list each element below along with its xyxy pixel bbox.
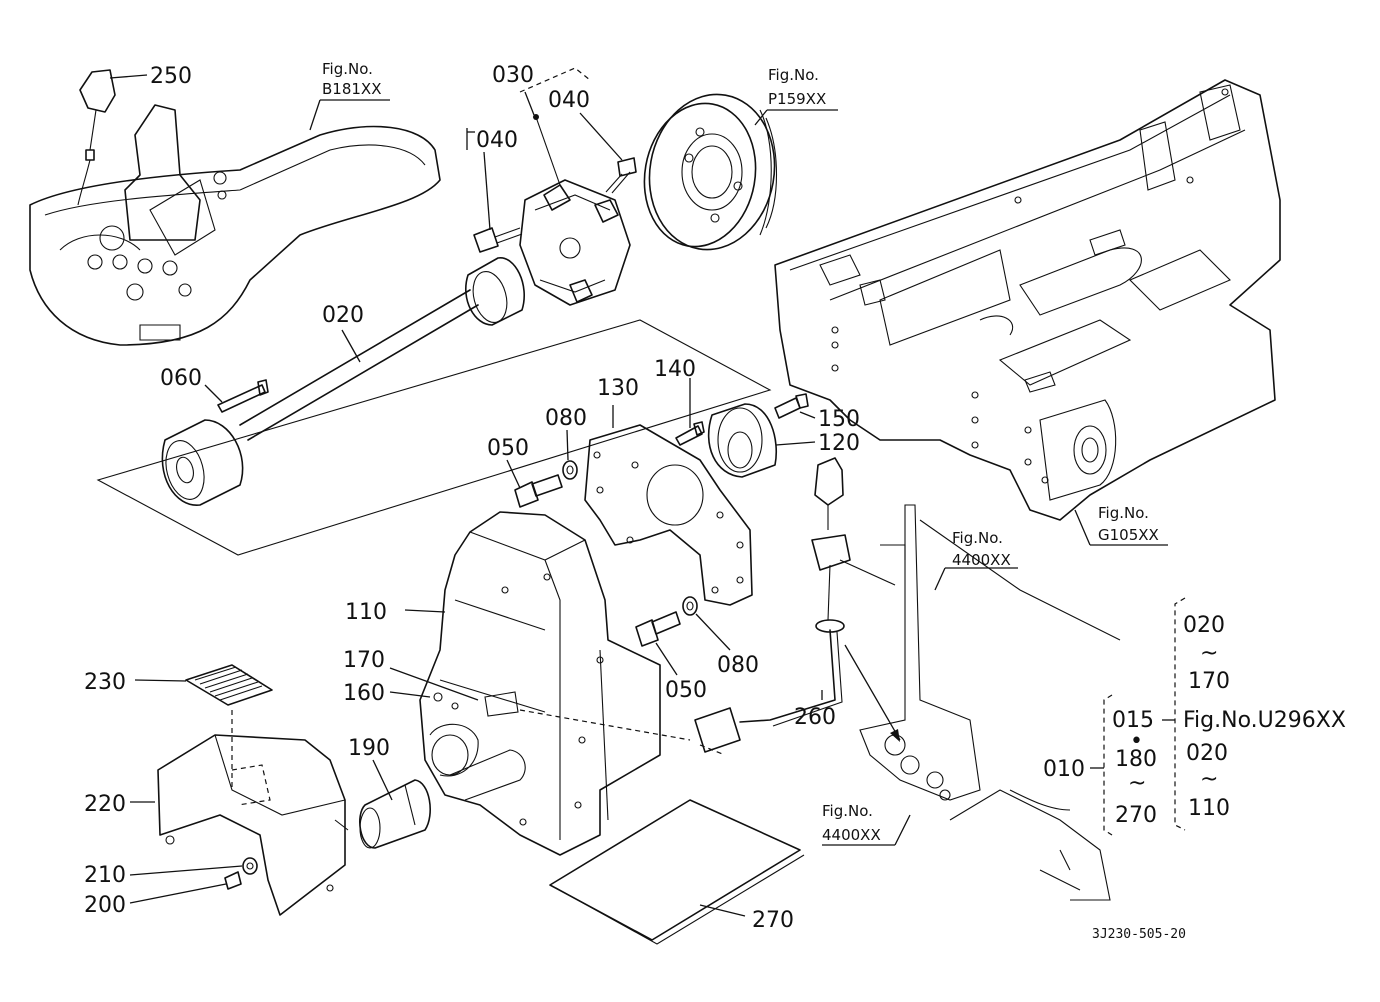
callout-050-lower: 050 [665,678,707,703]
legend-brackets [1090,597,1186,836]
legend-bottom-tilde: ~ [1200,767,1218,792]
bolt-050-upper [514,474,563,508]
legend-top-tilde: ~ [1200,641,1218,666]
sensor-harness-260 [694,457,896,753]
legend-mid-start: 015 [1112,708,1154,733]
bolt-150 [774,393,809,419]
legend-dot: • [1130,729,1143,754]
callout-110: 110 [345,600,387,625]
label-position-dashed [231,710,271,806]
callout-200: 200 [84,893,126,918]
legend-mid-end: 270 [1115,803,1157,828]
bearing-120 [707,403,777,478]
callout-130: 130 [597,376,639,401]
callout-140: 140 [654,357,696,382]
legend-fig-ref: Fig.No.U296XX [1183,708,1346,733]
legend-bottom-start: 020 [1186,741,1228,766]
callout-080-upper: 080 [545,406,587,431]
callout-210: 210 [84,863,126,888]
callout-040-left: 040 [476,128,518,153]
callout-060: 060 [160,366,202,391]
flywheel-pulley [643,93,777,251]
fig-ref-4400-upper-label: Fig.No. [952,529,1003,547]
washer-080-lower [682,596,698,616]
tractor-frame [774,79,1281,521]
leader-lines [109,67,1168,917]
callout-050-upper: 050 [487,436,529,461]
fig-ref-p159-label: Fig.No. [768,66,819,84]
bolt-040-left [473,227,523,253]
bracket-pointer-arrow [890,729,900,742]
callout-080-lower: 080 [717,653,759,678]
switch-part-250 [77,69,116,206]
fig-ref-4400-upper-code: 4400XX [952,551,1011,569]
legend-assembly: 010 [1043,757,1085,782]
cover-220 [157,734,349,916]
fig-ref-p159-code: P159XX [768,90,826,108]
armrest-console [29,104,441,346]
callout-030: 030 [492,63,534,88]
callout-120: 120 [818,431,860,456]
fig-ref-b181-code: B181XX [322,80,381,98]
bolt-140 [675,421,705,446]
shaft-group-outline [96,319,772,556]
bolt-040-right [605,157,637,194]
callout-040-top: 040 [548,88,590,113]
callout-250: 250 [150,64,192,89]
cover-plate-130 [584,424,753,606]
legend-top-end: 170 [1188,669,1230,694]
fig-ref-g105-code: G105XX [1098,526,1159,544]
screw-200 [224,871,242,890]
washer-210 [242,857,258,875]
callout-270-part: 270 [752,908,794,933]
legend-mid-end-start: 180 [1115,747,1157,772]
callout-190: 190 [348,736,390,761]
coupling-030 [519,114,631,306]
alignment-dashed-lines [519,709,726,756]
callout-020: 020 [322,303,364,328]
warning-label-230 [185,664,273,706]
washer-080-upper [562,460,578,480]
gear-case-110 [419,511,661,856]
shaft-020 [161,257,525,506]
callout-220: 220 [84,792,126,817]
bolt-060 [217,379,269,413]
callout-230: 230 [84,670,126,695]
sleeve-190 [359,779,431,849]
callout-150: 150 [818,407,860,432]
legend-bottom-end: 110 [1188,796,1230,821]
callout-260: 260 [794,705,836,730]
callout-160: 160 [343,681,385,706]
fig-ref-g105-label: Fig.No. [1098,504,1149,522]
legend-top-start: 020 [1183,613,1225,638]
callout-170-part: 170 [343,648,385,673]
drawing-code: 3J230-505-20 [1092,927,1186,942]
legend-mid-tilde: ~ [1128,771,1146,796]
bracket-pointer [844,644,901,741]
manual-270 [549,799,805,945]
mounting-bracket [859,504,1121,901]
fig-ref-b181-label: Fig.No. [322,60,373,78]
fig-ref-4400-lower-code: 4400XX [822,826,881,844]
fig-ref-4400-lower-label: Fig.No. [822,802,873,820]
bolt-050-lower [635,611,681,647]
